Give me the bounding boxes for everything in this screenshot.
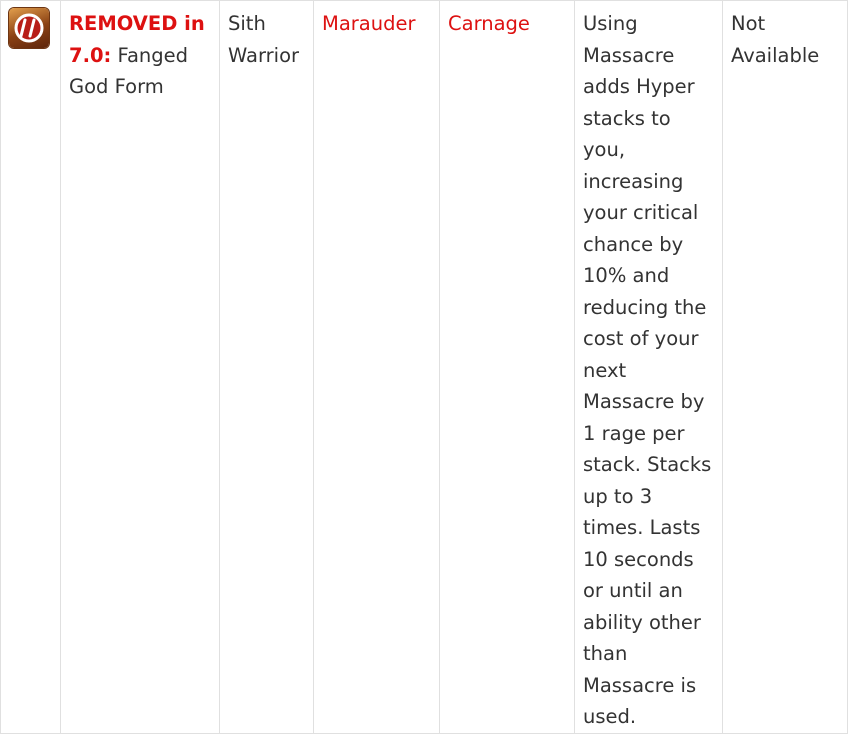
discipline-link[interactable]: Carnage xyxy=(448,12,530,35)
description-text: Using Massacre adds Hyper stacks to you,… xyxy=(583,12,712,728)
icon-cell xyxy=(0,0,61,734)
removed-label: REMOVED in 7.0: xyxy=(69,12,205,67)
description-cell: Using Massacre adds Hyper stacks to you,… xyxy=(574,0,723,734)
ability-icon xyxy=(9,8,49,48)
advanced-class-cell: Marauder xyxy=(313,0,440,734)
class-cell: Sith Warrior xyxy=(219,0,314,734)
discipline-cell: Carnage xyxy=(439,0,575,734)
class-name: Sith Warrior xyxy=(228,12,300,67)
ability-name: Fanged God Form xyxy=(69,43,189,99)
availability-cell: Not Available xyxy=(722,0,848,734)
ability-name-cell: REMOVED in 7.0: Fanged God Form xyxy=(60,0,220,734)
advanced-class-link[interactable]: Marauder xyxy=(322,12,416,35)
availability-text: Not Available xyxy=(731,12,820,67)
